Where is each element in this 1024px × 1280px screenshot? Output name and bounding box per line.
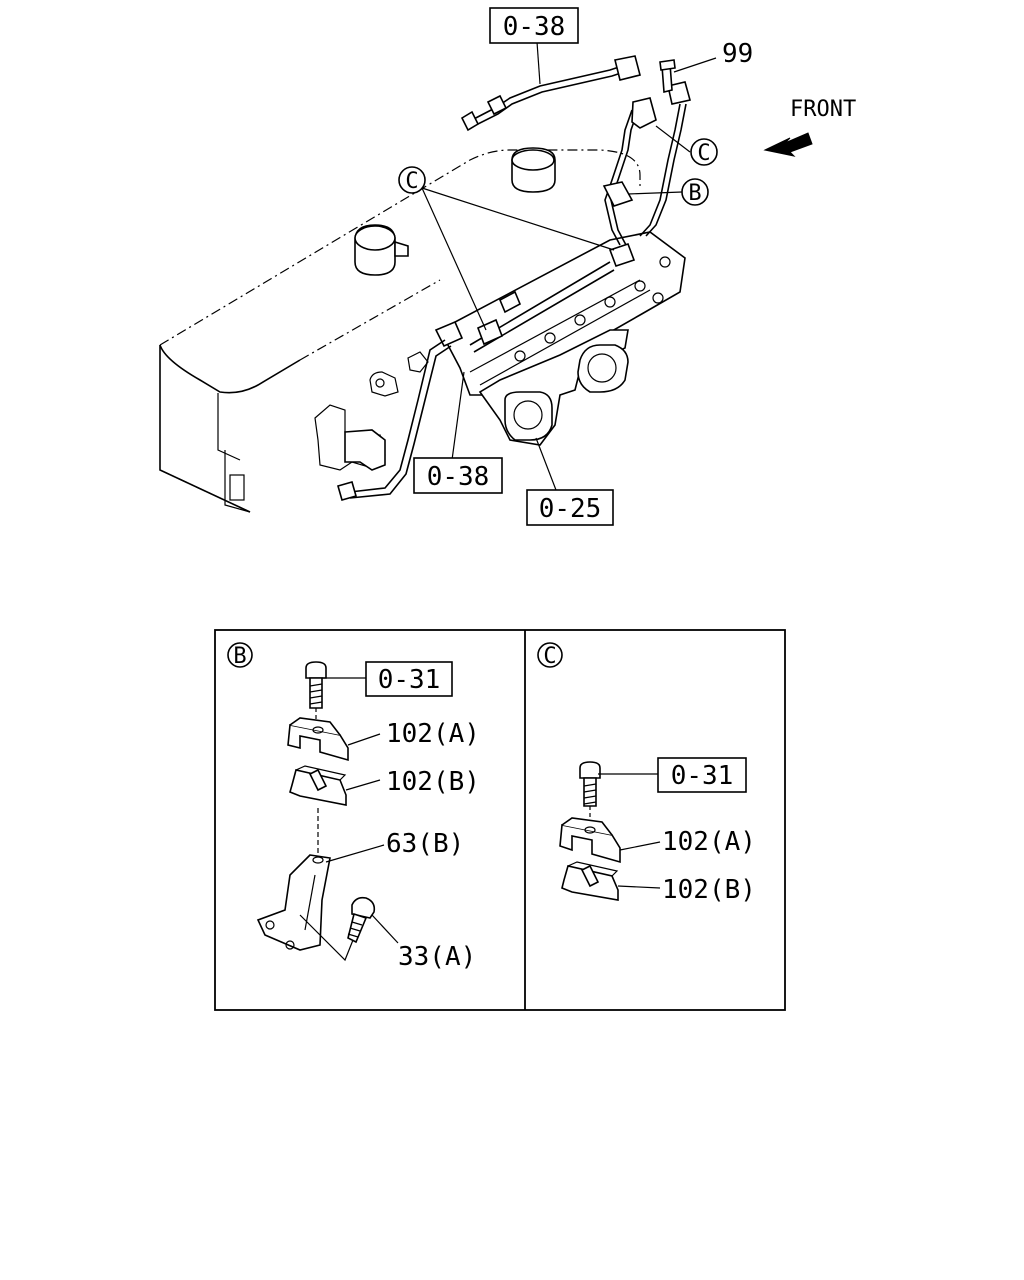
svg-text:C: C <box>543 644 556 669</box>
bracket-63b <box>256 854 331 951</box>
ref-box-0-25: 0-25 <box>526 489 614 526</box>
part-33a: 33(A) <box>398 942 476 972</box>
clamp-upper-102a <box>287 717 349 762</box>
part-102a-c: 102(A) <box>662 827 756 857</box>
ref-box-0-31-b: 0-31 <box>365 661 453 697</box>
svg-text:0-38: 0-38 <box>427 462 490 492</box>
exhaust-manifold <box>478 329 629 446</box>
panel-b-title: B <box>227 642 253 669</box>
engine-head-cover <box>159 147 641 513</box>
callout-c-left: C <box>398 166 426 194</box>
clamp-c-upper-102a <box>559 817 621 864</box>
intake-manifold <box>438 231 686 396</box>
lower-bracket <box>314 351 429 471</box>
detail-panel-b: B 0-31 102(A) 102(B) <box>227 642 480 972</box>
part-number-99: 99 <box>722 39 753 69</box>
ref-box-0-38-top: 0-38 <box>489 7 579 44</box>
svg-text:0-31: 0-31 <box>378 665 441 695</box>
svg-text:B: B <box>233 644 246 669</box>
bolt-icon <box>305 661 327 709</box>
bolt-33a-icon <box>347 896 376 944</box>
svg-text:0-25: 0-25 <box>539 494 602 524</box>
svg-text:C: C <box>697 141 710 166</box>
callout-c-right: C <box>690 138 718 166</box>
svg-text:C: C <box>405 169 418 194</box>
svg-text:B: B <box>688 181 701 206</box>
front-arrow-icon <box>763 132 813 157</box>
callout-b: B <box>681 178 709 206</box>
front-label: FRONT <box>790 97 856 122</box>
part-102a-b: 102(A) <box>386 719 480 749</box>
detail-panel-c: C 0-31 102(A) 102(B) <box>537 642 756 905</box>
part-102b-c: 102(B) <box>662 875 756 905</box>
detail-panels-frame <box>214 629 786 1011</box>
ref-box-0-38-bottom: 0-38 <box>413 457 503 494</box>
bolt-c-icon <box>579 761 601 807</box>
panel-c-title: C <box>537 642 563 669</box>
svg-text:0-38: 0-38 <box>503 12 566 42</box>
svg-text:0-31: 0-31 <box>671 761 734 791</box>
leader-lines-top <box>421 41 717 491</box>
clamp-c-lower-102b <box>561 861 619 901</box>
clamp-lower-102b <box>289 765 347 806</box>
fuel-pipe-assembly <box>337 55 691 501</box>
ref-box-0-31-c: 0-31 <box>657 757 747 793</box>
part-63b: 63(B) <box>386 829 464 859</box>
part-102b-b: 102(B) <box>386 767 480 797</box>
